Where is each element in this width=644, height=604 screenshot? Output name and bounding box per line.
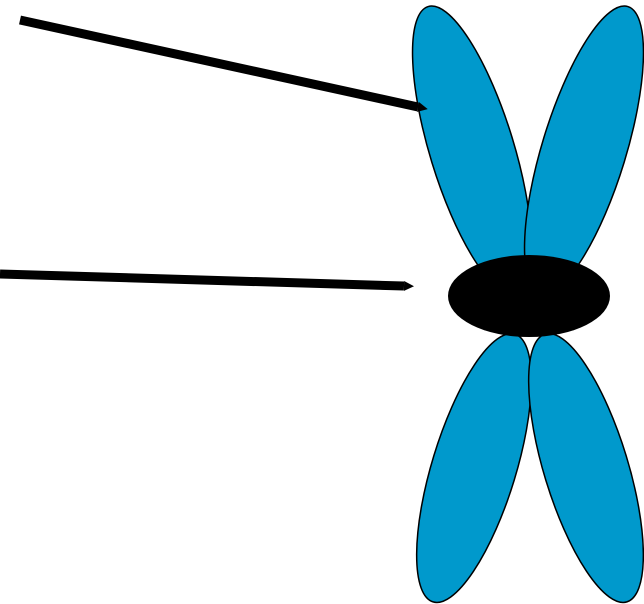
arrow-to-centromere	[0, 274, 404, 286]
arrow-to-chromatid	[20, 20, 418, 107]
centromere	[448, 255, 610, 337]
pointer-arrows	[0, 20, 418, 286]
